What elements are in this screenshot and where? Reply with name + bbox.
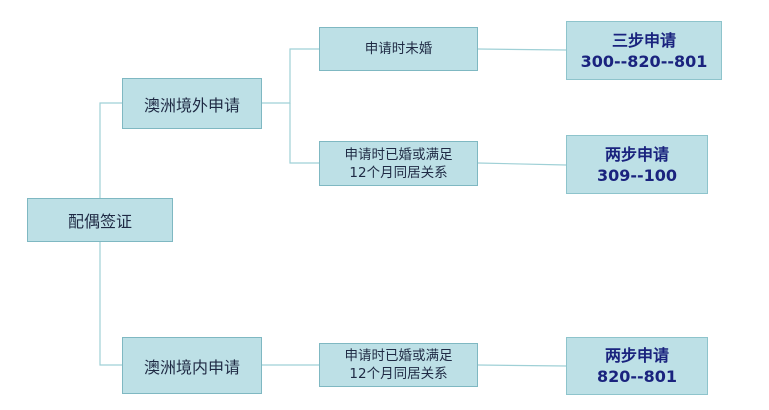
branch-offshore: 澳洲境外申请	[122, 78, 262, 129]
result-two-step-onshore: 两步申请 820--801	[566, 337, 708, 395]
condition-line: 12个月同居关系	[349, 366, 448, 382]
result-code: 309--100	[596, 165, 678, 185]
result-code: 300--820--801	[580, 51, 708, 71]
branch-offshore-label: 澳洲境外申请	[143, 95, 240, 115]
connector-root-to-onshore	[99, 242, 122, 366]
condition-onshore-married: 申请时已婚或满足 12个月同居关系	[319, 343, 478, 387]
condition-offshore-unmarried: 申请时未婚	[319, 27, 478, 71]
branch-onshore: 澳洲境内申请	[122, 337, 262, 394]
condition-line: 申请时已婚或满足	[344, 348, 453, 364]
result-title: 两步申请	[604, 346, 669, 365]
connector-onshore-married-to-result	[477, 364, 567, 367]
connector-unmarried-to-result	[477, 48, 567, 51]
branch-onshore-label: 澳洲境内申请	[143, 357, 240, 377]
root-label: 配偶签证	[67, 212, 132, 231]
condition-line: 12个月同居关系	[349, 164, 448, 181]
connector-root-to-offshore	[99, 102, 122, 198]
condition-line: 申请时已婚或满足	[344, 146, 453, 163]
condition-line: 申请时未婚	[364, 41, 433, 57]
root-node: 配偶签证	[27, 198, 173, 242]
connector-married-to-result	[477, 162, 567, 166]
result-three-step: 三步申请 300--820--801	[566, 21, 722, 80]
result-title: 三步申请	[611, 30, 676, 50]
result-two-step-offshore: 两步申请 309--100	[566, 135, 708, 194]
condition-offshore-married: 申请时已婚或满足 12个月同居关系	[319, 141, 478, 186]
connector-offshore-to-unmarried	[262, 48, 319, 104]
result-code: 820--801	[596, 367, 678, 386]
connector-offshore-to-married	[289, 103, 319, 164]
result-title: 两步申请	[604, 144, 669, 164]
